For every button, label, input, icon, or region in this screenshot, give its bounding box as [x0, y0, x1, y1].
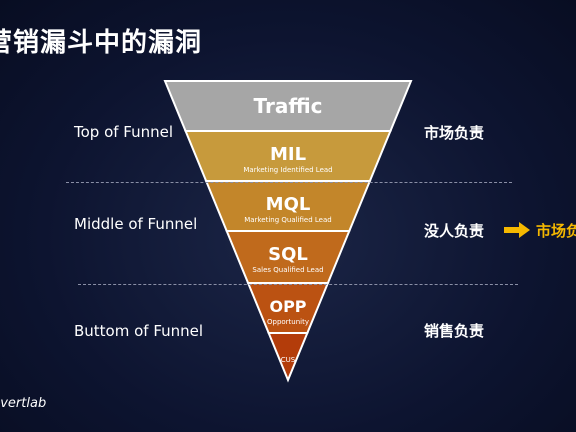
slide-title: 营销漏斗中的漏洞 — [0, 28, 203, 58]
stage-label-middle: Middle of Funnel — [74, 215, 198, 233]
brand-logo: nvertlab — [0, 396, 47, 411]
stage-label-top: Top of Funnel — [74, 123, 174, 141]
stage-label-bottom: Buttom of Funnel — [74, 322, 204, 340]
funnel-label-mil: MIL — [270, 144, 306, 165]
funnel-sublabel-3: Sales Qualified Lead — [252, 266, 323, 274]
funnel-label-opp: OPP — [269, 297, 306, 316]
responsibility-middle: 没人负责 — [424, 222, 485, 240]
responsibility-middle-target: 市场负 — [536, 222, 576, 240]
funnel-label-sql: SQL — [268, 244, 308, 265]
funnel-sublabel-2: Marketing Qualified Lead — [244, 216, 331, 224]
funnel-sublabel-5: CUS — [281, 356, 296, 364]
funnel-sublabel-4: Opportunity — [267, 318, 309, 326]
funnel-layer-cus — [267, 332, 309, 383]
divider-top-middle — [66, 182, 512, 183]
right-arrow-icon — [504, 222, 530, 238]
funnel-label-mql: MQL — [266, 194, 311, 215]
responsibility-bottom: 销售负责 — [424, 322, 485, 340]
funnel-label-traffic: Traffic — [254, 94, 323, 118]
responsibility-top: 市场负责 — [424, 124, 485, 142]
divider-middle-bottom — [78, 284, 518, 285]
funnel-sublabel-1: Marketing Identified Lead — [243, 166, 332, 174]
